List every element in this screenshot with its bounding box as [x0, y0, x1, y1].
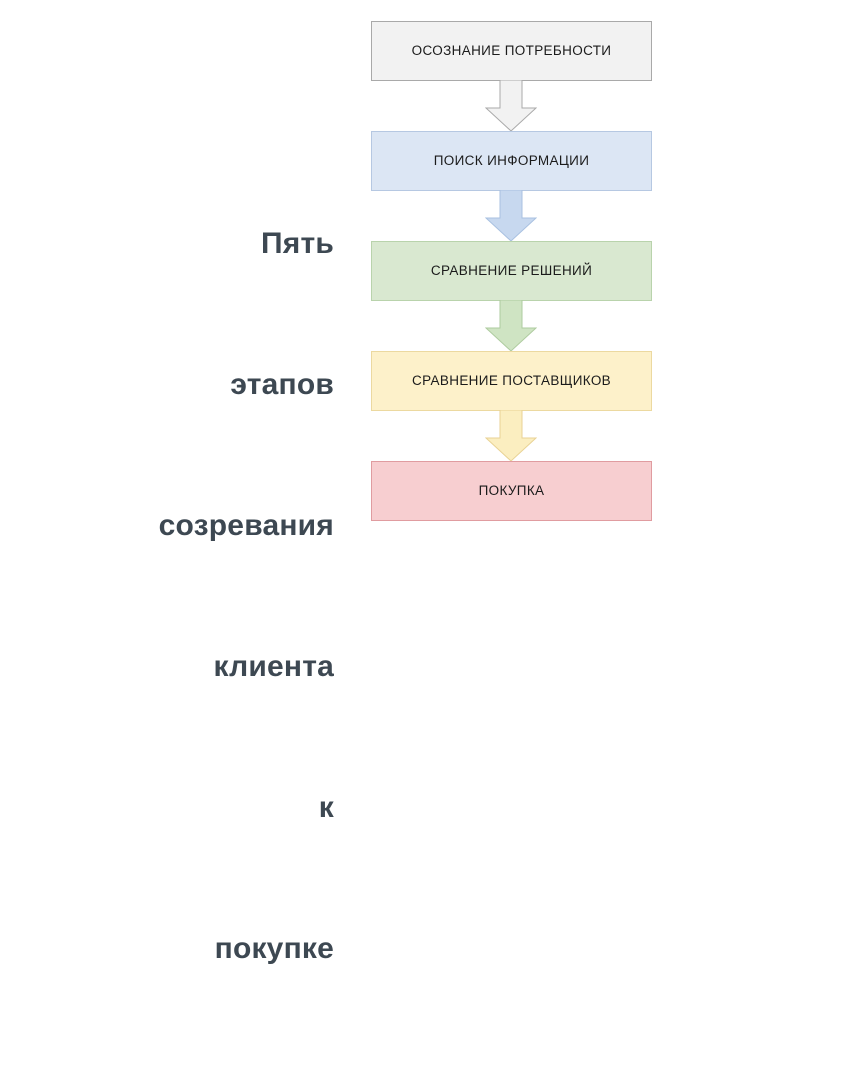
diagram-title: Пять этапов созревания клиента к покупке: [90, 126, 334, 1066]
title-line-6: покупке: [214, 932, 334, 965]
flow-step-information-search[interactable]: ПОИСК ИНФОРМАЦИИ: [371, 131, 652, 191]
diagram-canvas: Пять этапов созревания клиента к покупке…: [159, 21, 652, 965]
down-arrow-icon-2: [485, 190, 537, 242]
down-arrow-icon-3: [485, 300, 537, 352]
flow-step-label: СРАВНЕНИЕ ПОСТАВЩИКОВ: [411, 372, 612, 388]
title-line-2: этапов: [230, 368, 334, 401]
flow-step-label: ПОКУПКА: [478, 482, 545, 498]
flow-step-supplier-comparison[interactable]: СРАВНЕНИЕ ПОСТАВЩИКОВ: [371, 351, 652, 411]
title-line-5: к: [318, 791, 334, 824]
flow-step-awareness[interactable]: ОСОЗНАНИЕ ПОТРЕБНОСТИ: [371, 21, 652, 81]
title-line-1: Пять: [260, 227, 334, 260]
title-line-3: созревания: [158, 509, 334, 542]
flow-step-solution-comparison[interactable]: СРАВНЕНИЕ РЕШЕНИЙ: [371, 241, 652, 301]
down-arrow-icon-4: [485, 410, 537, 462]
flow-step-label: ПОИСК ИНФОРМАЦИИ: [433, 152, 590, 168]
flow-step-purchase[interactable]: ПОКУПКА: [371, 461, 652, 521]
flow-step-label: ОСОЗНАНИЕ ПОТРЕБНОСТИ: [411, 42, 612, 58]
title-line-4: клиента: [213, 650, 334, 683]
down-arrow-icon-1: [485, 80, 537, 132]
flow-step-label: СРАВНЕНИЕ РЕШЕНИЙ: [430, 262, 593, 278]
